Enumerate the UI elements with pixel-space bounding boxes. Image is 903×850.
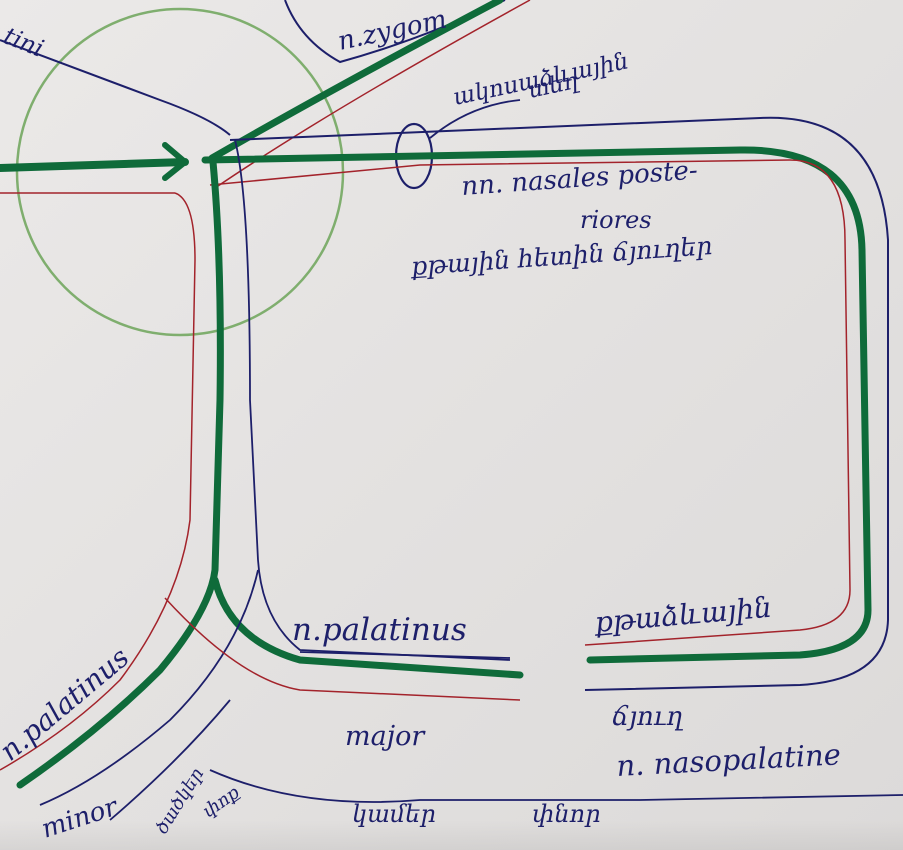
ink-bottom-left [109, 699, 231, 821]
label-nasales-arm: քթային հետին ճյուղեր [408, 231, 713, 281]
red-nasal-loop [209, 159, 851, 646]
red-line-top [214, 0, 531, 189]
label-palatinus: n.palatinus [292, 612, 467, 648]
ink-bottom-long [209, 769, 903, 803]
green-nerve-arrow [162, 142, 188, 181]
label-bottom-arm-2: փոք [199, 782, 244, 822]
green-nerve-trunk [16, 158, 224, 789]
green-nerve-incoming [0, 158, 189, 172]
ink-nasal-loop [229, 116, 889, 691]
label-zygomaticus: n.zygom [335, 5, 449, 57]
ink-line-top-left [0, 39, 231, 136]
red-line-major [164, 597, 521, 701]
label-branch-arm: ճյուղ [612, 702, 683, 732]
label-bottom-word-1: կամեր [352, 800, 436, 828]
label-major: major [345, 721, 426, 752]
label-bottom-word-2: փնոր [532, 800, 601, 828]
label-nasales-2: riores [580, 206, 652, 234]
red-trunk-left [0, 192, 196, 771]
green-nerve-nasal-loop [201, 146, 872, 664]
palatinus-underline [299, 651, 511, 659]
label-nasopalatinus: n. nasopalatine [616, 737, 842, 783]
green-nerve-palatinus-major [211, 576, 524, 679]
label-palatine-arm: քթաձևային [592, 591, 773, 639]
ink-trunk-outer [39, 569, 259, 806]
ink-trunk-inner [234, 139, 511, 661]
ganglion-circle [15, 7, 345, 337]
paper-shadow [0, 820, 903, 850]
label-top-left: tini [0, 22, 48, 63]
